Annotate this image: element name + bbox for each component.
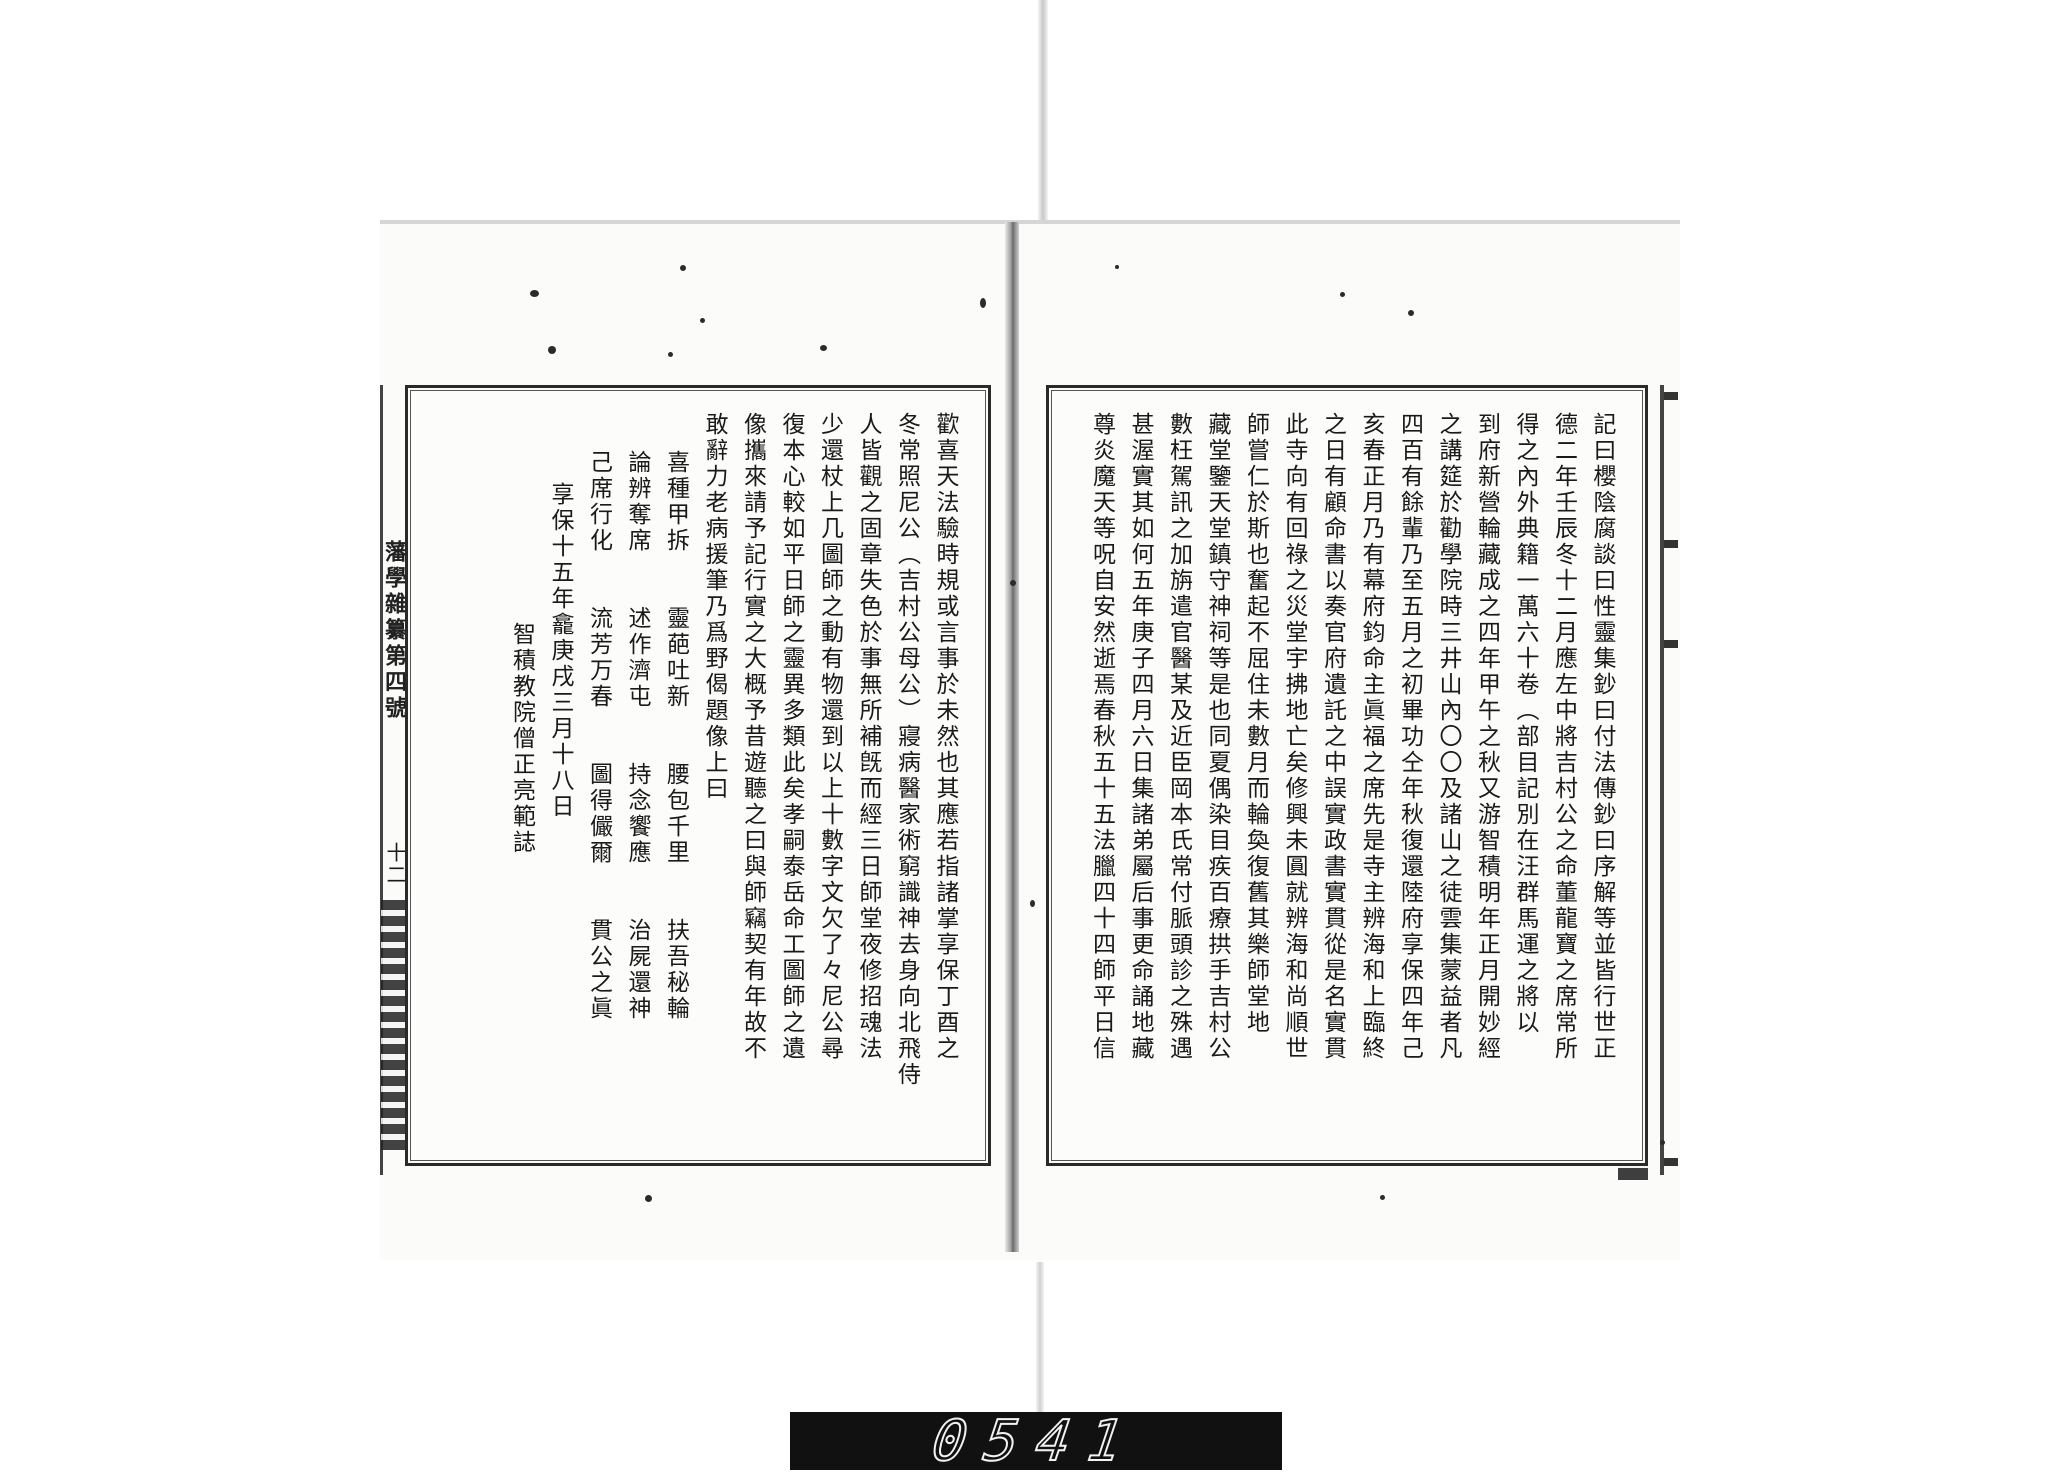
scan-speck: [680, 265, 686, 271]
scan-speck: [548, 346, 556, 354]
scan-speck: [980, 298, 986, 308]
text-column: 藏堂鑒天堂鎮守神祠等是也同夏偶染目疾百療拱手吉村公: [1204, 412, 1230, 1062]
text-column: 冬常照尼公（吉村公母公）寢病醫家術窮識神去身向北飛侍: [893, 412, 920, 1088]
text-column: 到府新營輪藏成之四年甲午之秋又游智積明年正月開妙經: [1473, 412, 1500, 1062]
edge-tick: [1664, 640, 1678, 648]
signature-line: 智積教院僧正亮範誌: [508, 622, 535, 856]
page-number: 十二: [383, 842, 407, 886]
text-column: 像攜來請予記行實之大概予昔遊聽之曰與師竊契有年故不: [739, 412, 766, 1062]
text-column: 之日有顧命書以奏官府遺託之中誤實政書實貫從是名實貫: [1319, 412, 1346, 1062]
book-gutter: [1005, 222, 1019, 1252]
sheet-edge: [380, 220, 1680, 224]
verse-column: 己席行化 流芳万春 圖得儼爾 貫公之眞: [585, 450, 612, 1022]
scan-speck: [668, 352, 673, 357]
text-column: 亥春正月乃有幕府鈞命主眞福之席先是寺主辨海和上臨終: [1358, 412, 1384, 1062]
text-column: 少還杖上几圖師之動有物還到以上十數字文欠了々尼公尋: [816, 412, 843, 1062]
text-column: 數枉駕訊之加旃遣官醫某及近臣岡本氏常付脈頭診之殊遇: [1165, 412, 1192, 1062]
edge-tick: [1664, 540, 1678, 548]
text-column: 四百有餘輩乃至五月之初畢功仝年秋復還陸府享保四年己: [1396, 412, 1423, 1062]
text-column: 德二年壬辰冬十二月應左中將吉村公之命董龍寶之席常所: [1550, 412, 1577, 1062]
scan-speck: [1030, 900, 1035, 907]
scan-speck: [1115, 265, 1119, 269]
right-margin-rule: [1660, 385, 1664, 1175]
scan-strip-top: [1038, 0, 1048, 220]
left-edge-binding-mark: [381, 900, 409, 1150]
microfilm-frame-counter: 0541: [790, 1408, 1282, 1474]
right-page: 記曰櫻陰腐談曰性靈集鈔曰付法傳鈔曰序解等並皆行世正 德二年壬辰冬十二月應左中將吉…: [1046, 385, 1648, 1166]
left-page-text: 歡喜天法驗時規或言事於未然也其應若指諸掌享保丁酉之 冬常照尼公（吉村公母公）寢病…: [478, 412, 964, 1139]
text-column: 復本心較如平日師之靈異多類此矣孝嗣泰岳命工圖師之遺: [778, 412, 804, 1062]
verse-column: 喜種甲拆 靈葩吐新 腰包千里 扶吾秘輪: [662, 450, 689, 1022]
edge-tick: [1664, 1158, 1678, 1166]
text-column: 得之內外典籍一萬六十卷（部目記別在汪群馬運之將以: [1512, 412, 1538, 1036]
text-column: 人皆觀之固章失色於事無所補旣而經三日師堂夜修招魂法: [855, 412, 881, 1062]
scan-speck: [1408, 310, 1414, 316]
scan-speck: [1660, 1140, 1665, 1145]
scan-speck: [1340, 292, 1345, 297]
text-column: 師嘗仁於斯也奮起不屈住未數月而輪奐復舊其樂師堂地: [1242, 412, 1269, 1036]
text-column: 敢辭力老病援筆乃爲野偈題像上曰: [701, 412, 727, 802]
scan-speck: [1380, 1195, 1385, 1200]
text-column: 歡喜天法驗時規或言事於未然也其應若指諸掌享保丁酉之: [932, 412, 958, 1062]
verse-column: 論辨奪席 述作濟屯 持念饗應 治屍還神: [624, 450, 650, 1022]
running-head: 藩學雜纂第四號: [381, 540, 407, 722]
date-line: 享保十五年龕庚戌三月十八日: [547, 482, 573, 820]
text-column: 尊炎魔天等呪自安然逝焉春秋五十五法臘四十四師平日信: [1088, 412, 1115, 1062]
scan-strip-bottom: [1036, 1262, 1044, 1412]
text-column: 之講筵於勸學院時三井山內〇〇及諸山之徒雲集蒙益者凡: [1435, 412, 1461, 1062]
scan-speck: [645, 1195, 652, 1202]
right-page-text: 記曰櫻陰腐談曰性靈集鈔曰付法傳鈔曰序解等並皆行世正 德二年壬辰冬十二月應左中將吉…: [1073, 412, 1621, 1139]
frame-number: 0541: [927, 1408, 1145, 1474]
text-column: 記曰櫻陰腐談曰性靈集鈔曰付法傳鈔曰序解等並皆行世正: [1589, 412, 1615, 1062]
scan-speck: [820, 345, 827, 351]
scan-speck: [700, 318, 705, 323]
text-column: 此寺向有回祿之災堂宇拂地亡矣修興未圓就辨海和尚順世: [1281, 412, 1307, 1062]
scan-speck: [1010, 580, 1016, 586]
scan-speck: [530, 290, 539, 297]
left-page: 歡喜天法驗時規或言事於未然也其應若指諸掌享保丁酉之 冬常照尼公（吉村公母公）寢病…: [405, 385, 991, 1166]
left-margin-rule: [380, 385, 383, 1175]
edge-tick: [1664, 392, 1678, 400]
text-column: 甚渥實其如何五年庚子四月六日集諸弟屬后事更命誦地藏: [1127, 412, 1153, 1062]
